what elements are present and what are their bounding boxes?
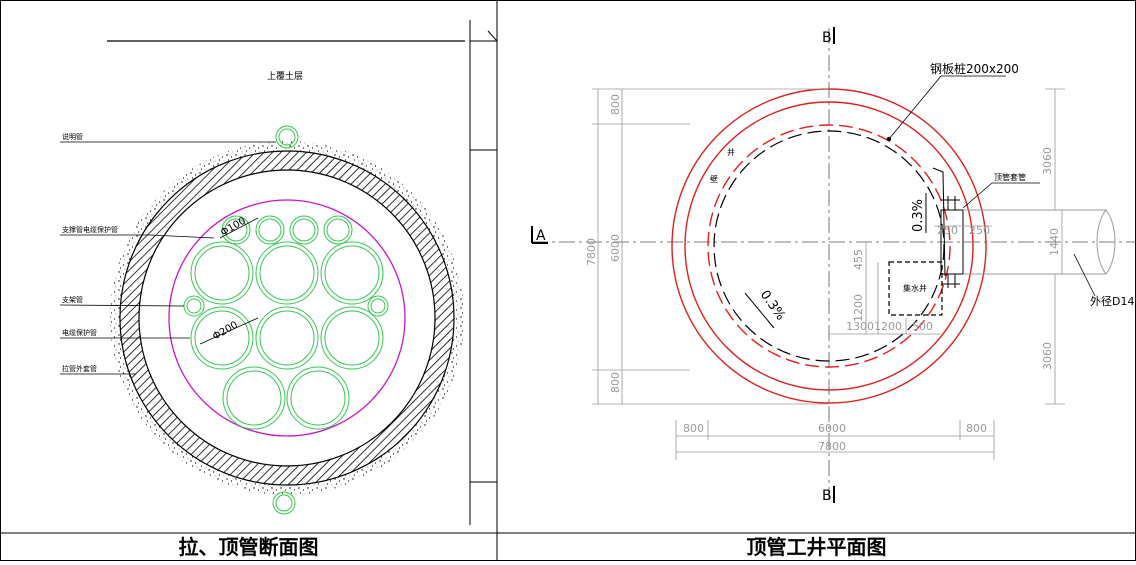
mid-red-circle: [684, 101, 974, 391]
phi200-line: [199, 317, 259, 345]
right-well-plan: B B A 井 壁 钢板桩200x200 顶管套管: [531, 27, 1136, 504]
caption-right: 顶管工井平面图: [746, 535, 887, 559]
top-soil-label: 上覆土层: [267, 70, 303, 82]
dim-7800-h: 7800: [818, 440, 846, 453]
steel-dot: [886, 136, 892, 142]
caption-left: 拉、顶管断面图: [178, 535, 319, 559]
steel-leader: [888, 75, 942, 140]
dim-1200b: 1200: [874, 320, 902, 333]
dim-3060-bot: 3060: [1041, 342, 1054, 370]
red-dashed-circle: [707, 124, 951, 368]
internal-dims: [829, 210, 1063, 335]
dim-800-right: 800: [966, 422, 987, 435]
right-dim-labels: 3060 3060: [1041, 147, 1054, 370]
section-b-bottom: B: [822, 488, 832, 504]
dim-7800-v: 7800: [585, 238, 598, 266]
dim-6000-v: 6000: [609, 234, 622, 262]
dim-800-bot: 800: [609, 372, 622, 393]
outer-pipe-leader: [1073, 253, 1096, 297]
sump-label: 集水井: [903, 283, 927, 293]
pipe-bundle: [183, 125, 389, 515]
internal-dim-labels: 455 1200 1300 1200 500 250 250 1440: [846, 224, 1061, 333]
dim-1200: 1200: [852, 294, 865, 322]
slope-upper: 0.3%: [911, 199, 926, 232]
bottom-dim-chain: [675, 420, 995, 460]
sump-pit: [888, 261, 943, 316]
outer-pipe: [963, 209, 1116, 275]
dim-800-top: 800: [609, 94, 622, 115]
phi100-line: [219, 217, 259, 239]
dim-455: 455: [852, 249, 865, 270]
ground-marker: [487, 30, 498, 43]
dim-250b: 250: [969, 224, 990, 237]
callout-3: 支架管: [62, 295, 83, 304]
callout-5: 拉管外套管: [62, 364, 97, 373]
dim-3060-top: 3060: [1041, 147, 1054, 175]
slope-lower: 0.3%: [757, 288, 788, 324]
steel-label: 钢板桩200x200: [930, 61, 1019, 76]
left-dim-chain: [592, 88, 829, 405]
outer-pipe-label: 外径D1440: [1090, 295, 1136, 308]
protection-ring: [168, 199, 406, 437]
section-a-left: A: [536, 228, 546, 244]
section-b-top: B: [822, 30, 832, 46]
dim-1440: 1440: [1048, 228, 1061, 256]
slope-lower-arrow: [744, 292, 775, 329]
well-label-2: 壁: [710, 174, 718, 184]
sleeve-leader: [962, 182, 993, 209]
callout-4: 电缆保护管: [62, 328, 97, 337]
dim-800-left: 800: [683, 422, 704, 435]
callout-leaders: [59, 141, 276, 375]
sleeve-label: 顶管套管: [994, 172, 1026, 182]
dim-500: 500: [912, 320, 933, 333]
well-label: 井: [727, 147, 735, 157]
casing-inner: [138, 169, 436, 467]
dim-1300: 1300: [846, 320, 874, 333]
wall-opening: [932, 167, 964, 288]
dim-6000-h: 6000: [818, 422, 846, 435]
left-dim-labels: 800 7800 6000 800: [585, 94, 622, 393]
bottom-dim-labels: 800 6000 800 7800: [683, 422, 987, 453]
dim-250a: 250: [937, 224, 958, 237]
callout-1: 说明管: [62, 132, 83, 141]
left-cross-section: 上覆土层: [59, 20, 498, 525]
right-dim-chain: [1045, 88, 1065, 405]
callout-2: 支撑管电缆保护管: [62, 225, 118, 234]
